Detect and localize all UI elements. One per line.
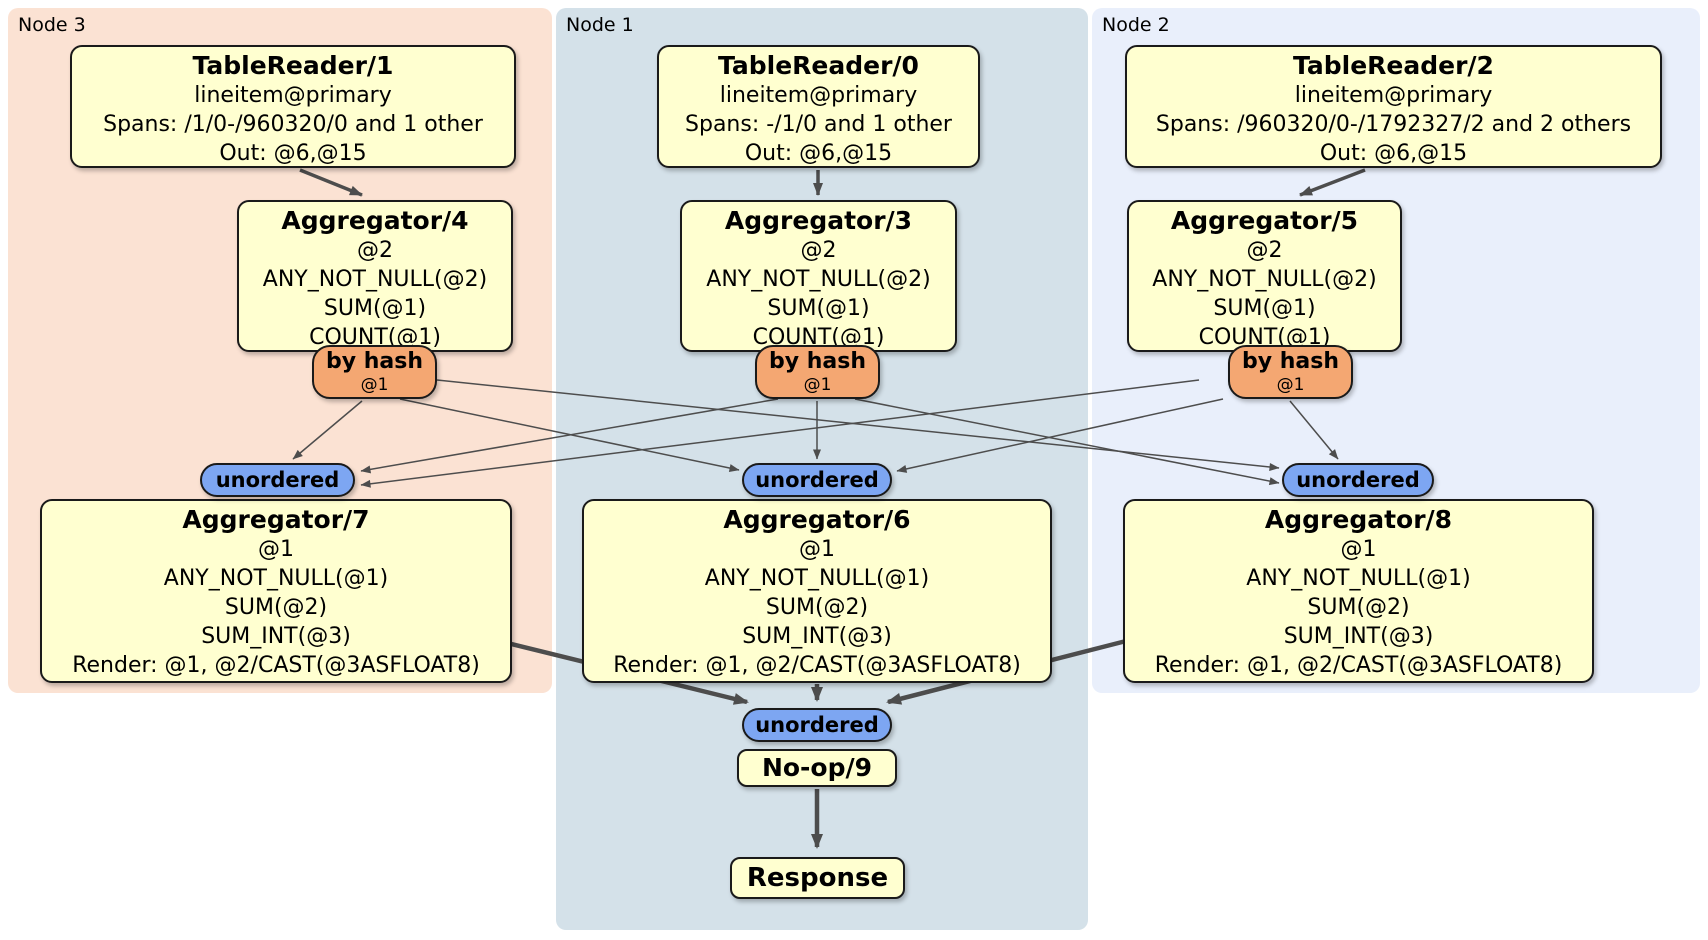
processor-title: TableReader/1 (192, 51, 394, 80)
sync-unordered-final: unordered (742, 708, 892, 742)
agg-fn: SUM(@1) (767, 296, 870, 321)
processor-out: Out: @6,@15 (1319, 141, 1468, 166)
router-by-hash-node3: by hash @1 (312, 345, 437, 399)
group-cols: @2 (800, 238, 837, 263)
router-columns: @1 (1276, 375, 1305, 395)
processor-tablereader-1: TableReader/1 lineitem@primary Spans: /1… (70, 45, 516, 168)
render-expr: Render: @1, @2/CAST(@3ASFLOAT8) (72, 653, 480, 678)
tablereader-to-aggregator-edges (299, 168, 1366, 197)
render-expr: Render: @1, @2/CAST(@3ASFLOAT8) (613, 653, 1021, 678)
agg-fn: SUM(@2) (1307, 595, 1410, 620)
processor-title: Aggregator/8 (1264, 505, 1453, 534)
processor-index: lineitem@primary (194, 83, 392, 108)
response-node: Response (730, 857, 905, 899)
processor-aggregator-6: Aggregator/6 @1 ANY_NOT_NULL(@1) SUM(@2)… (582, 499, 1052, 683)
router-by-hash-node1: by hash @1 (755, 345, 880, 399)
edge-tr1-agg4 (299, 168, 363, 197)
processor-title: Aggregator/3 (724, 206, 913, 235)
processor-aggregator-7: Aggregator/7 @1 ANY_NOT_NULL(@1) SUM(@2)… (40, 499, 512, 683)
sync-unordered-node1: unordered (742, 463, 892, 497)
edge-router-r-sync-m (896, 398, 1224, 473)
sync-unordered-node2: unordered (1282, 463, 1434, 497)
processor-title: Aggregator/4 (281, 206, 469, 235)
processor-tablereader-2: TableReader/2 lineitem@primary Spans: /9… (1125, 45, 1662, 168)
agg-fn: ANY_NOT_NULL(@1) (704, 566, 930, 591)
agg-fn: SUM_INT(@3) (742, 624, 892, 649)
processor-out: Out: @6,@15 (219, 141, 367, 166)
processor-noop-9: No-op/9 (737, 749, 897, 787)
processor-title: Aggregator/6 (723, 505, 911, 534)
agg-fn: SUM(@2) (765, 595, 869, 620)
processor-index: lineitem@primary (1294, 83, 1493, 108)
agg-fn: SUM_INT(@3) (201, 624, 351, 649)
group-cols: @2 (357, 238, 393, 263)
group-cols: @1 (799, 537, 835, 562)
router-label: by hash (325, 349, 423, 374)
group-cols: @1 (258, 537, 294, 562)
agg-fn: SUM(@1) (1213, 296, 1316, 321)
node2-label: Node 2 (1102, 14, 1170, 36)
node3-label: Node 3 (18, 14, 86, 36)
processor-aggregator-8: Aggregator/8 @1 ANY_NOT_NULL(@1) SUM(@2)… (1123, 499, 1594, 683)
edge-router-r-sync-r (1289, 400, 1339, 460)
router-columns: @1 (803, 375, 832, 395)
node1-label: Node 1 (566, 14, 634, 36)
edge-router-l-sync-r (436, 379, 1280, 471)
router-fan-edges (292, 379, 1339, 488)
render-expr: Render: @1, @2/CAST(@3ASFLOAT8) (1154, 653, 1563, 678)
group-cols: @2 (1246, 238, 1283, 263)
router-columns: @1 (360, 375, 389, 395)
processor-title: Aggregator/7 (182, 505, 370, 534)
processor-title: TableReader/0 (718, 51, 919, 80)
processor-spans: Spans: -/1/0 and 1 other (685, 112, 952, 137)
processor-spans: Spans: /1/0-/960320/0 and 1 other (103, 112, 483, 137)
router-by-hash-node2: by hash @1 (1228, 345, 1353, 399)
edge-router-m-sync-l (360, 398, 779, 474)
processor-aggregator-5: Aggregator/5 @2 ANY_NOT_NULL(@2) SUM(@1)… (1127, 200, 1402, 352)
router-label: by hash (1241, 349, 1339, 374)
processor-aggregator-4: Aggregator/4 @2 ANY_NOT_NULL(@2) SUM(@1)… (237, 200, 513, 352)
agg-fn: SUM(@2) (224, 595, 328, 620)
agg-fn: ANY_NOT_NULL(@1) (163, 566, 389, 591)
group-cols: @1 (1340, 537, 1377, 562)
processor-out: Out: @6,@15 (744, 141, 893, 166)
router-label: by hash (768, 349, 866, 374)
agg-fn: ANY_NOT_NULL(@1) (1246, 566, 1471, 591)
processor-aggregator-3: Aggregator/3 @2 ANY_NOT_NULL(@2) SUM(@1)… (680, 200, 957, 352)
processor-title: TableReader/2 (1293, 51, 1494, 80)
agg-fn: SUM_INT(@3) (1283, 624, 1434, 649)
processor-tablereader-0: TableReader/0 lineitem@primary Spans: -/… (657, 45, 980, 168)
edge-tr2-agg5 (1299, 168, 1366, 197)
sync-unordered-node3: unordered (200, 463, 355, 497)
agg-fn: ANY_NOT_NULL(@2) (262, 267, 488, 292)
processor-title: Aggregator/5 (1170, 206, 1359, 235)
edge-router-r-sync-l (360, 379, 1200, 488)
processor-spans: Spans: /960320/0-/1792327/2 and 2 others (1155, 112, 1632, 137)
edge-router-m-sync-r (854, 398, 1280, 486)
agg-fn: ANY_NOT_NULL(@2) (1152, 267, 1377, 292)
agg-fn: SUM(@1) (323, 296, 427, 321)
edge-router-l-sync-l (292, 400, 363, 460)
processor-index: lineitem@primary (719, 83, 918, 108)
agg-fn: ANY_NOT_NULL(@2) (706, 267, 931, 292)
